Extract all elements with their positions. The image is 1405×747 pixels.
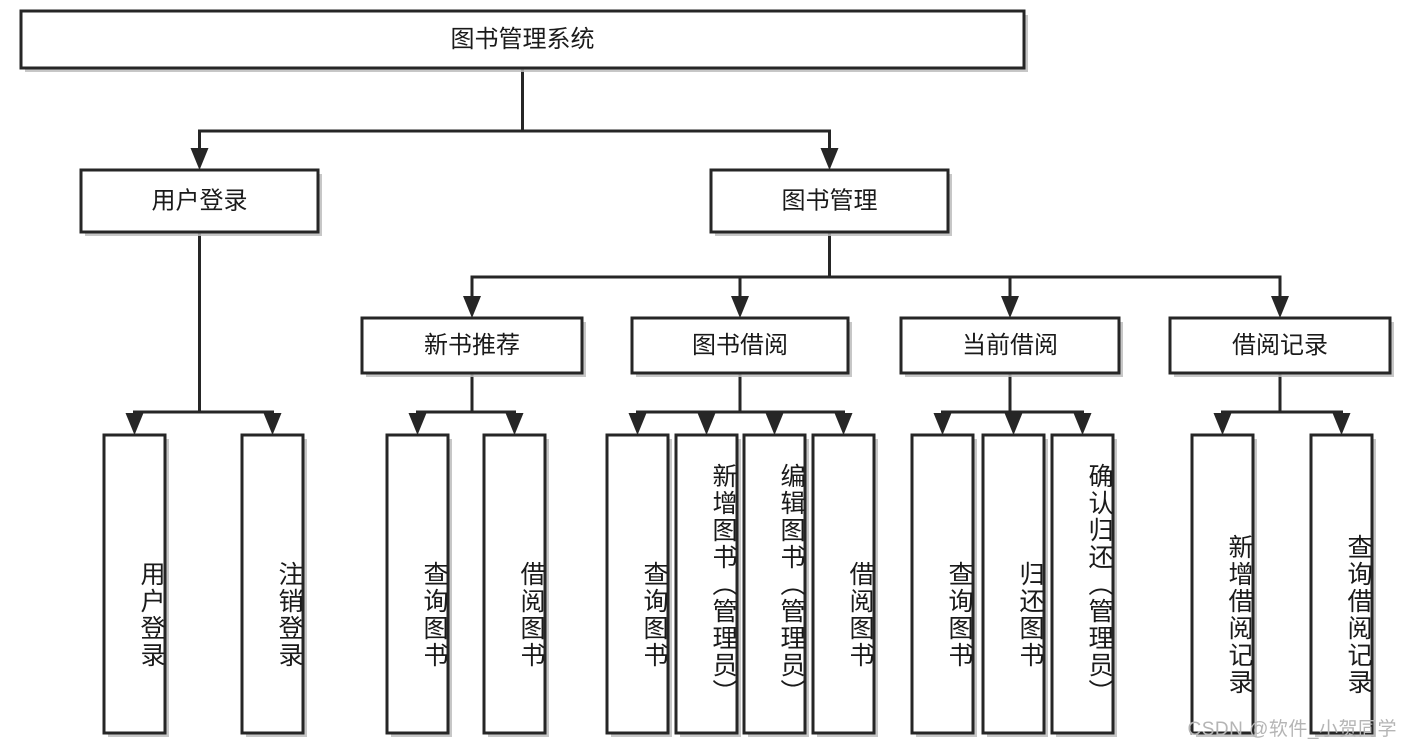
arrow-head-icon — [1004, 413, 1023, 435]
node-label-borrow-records: 借阅记录 — [1232, 332, 1328, 359]
node-box-leaf-add-borrow-record[interactable] — [1190, 433, 1255, 735]
arrow-head-icon — [1073, 413, 1092, 435]
arrow-head-icon — [190, 148, 209, 170]
arrow-head-icon — [765, 413, 784, 435]
arrow-head-icon — [628, 413, 647, 435]
node-box-borrow-records[interactable] — [1168, 316, 1392, 375]
arrow-head-icon — [505, 413, 524, 435]
node-box-new-book-recommend[interactable] — [360, 316, 584, 375]
arrow-head-icon — [1271, 296, 1289, 318]
node-label-root: 图书管理系统 — [451, 26, 595, 53]
node-label-user-login: 用户登录 — [152, 187, 248, 214]
node-box-leaf-logout-login[interactable] — [240, 433, 305, 735]
node-box-current-borrow[interactable] — [899, 316, 1121, 375]
arrow-head-icon — [697, 413, 716, 435]
node-box-book-borrow[interactable] — [630, 316, 850, 375]
connector-lines — [125, 66, 1351, 435]
arrow-head-icon — [1213, 413, 1232, 435]
node-boxes — [19, 9, 1394, 737]
node-box-leaf-confirm-return-admin[interactable] — [1050, 433, 1115, 735]
node-box-leaf-return-book[interactable] — [981, 433, 1046, 735]
node-box-root[interactable] — [19, 9, 1026, 70]
node-label-book-borrow: 图书借阅 — [692, 332, 788, 359]
node-box-leaf-borrow-book[interactable] — [811, 433, 876, 735]
node-box-user-login[interactable] — [79, 168, 320, 234]
node-box-leaf-add-book-admin[interactable] — [674, 433, 739, 735]
node-box-leaf-user-login[interactable] — [102, 433, 167, 735]
watermark-text: CSDN @软件_小贺同学 — [1187, 719, 1397, 740]
arrow-head-icon — [731, 296, 749, 318]
node-box-leaf-edit-book-admin[interactable] — [742, 433, 807, 735]
arrow-head-icon — [933, 413, 952, 435]
node-box-leaf-borrow-book-recommend[interactable] — [482, 433, 547, 735]
arrow-head-icon — [408, 413, 427, 435]
node-label-new-book-recommend: 新书推荐 — [424, 332, 520, 359]
node-box-leaf-query-book-borrow[interactable] — [605, 433, 670, 735]
arrow-head-icon — [834, 413, 853, 435]
arrow-head-icon — [463, 296, 481, 318]
node-box-leaf-query-borrow-record[interactable] — [1309, 433, 1374, 735]
node-label-current-borrow: 当前借阅 — [962, 332, 1058, 359]
arrow-head-icon — [1332, 413, 1351, 435]
arrow-head-icon — [263, 413, 282, 435]
node-box-leaf-query-book-recommend[interactable] — [385, 433, 450, 735]
arrow-head-icon — [125, 413, 144, 435]
node-box-leaf-query-book-current[interactable] — [910, 433, 975, 735]
node-box-book-management[interactable] — [709, 168, 950, 234]
node-label-book-management: 图书管理 — [782, 187, 878, 214]
arrow-head-icon — [1001, 296, 1019, 318]
arrow-head-icon — [820, 148, 839, 170]
